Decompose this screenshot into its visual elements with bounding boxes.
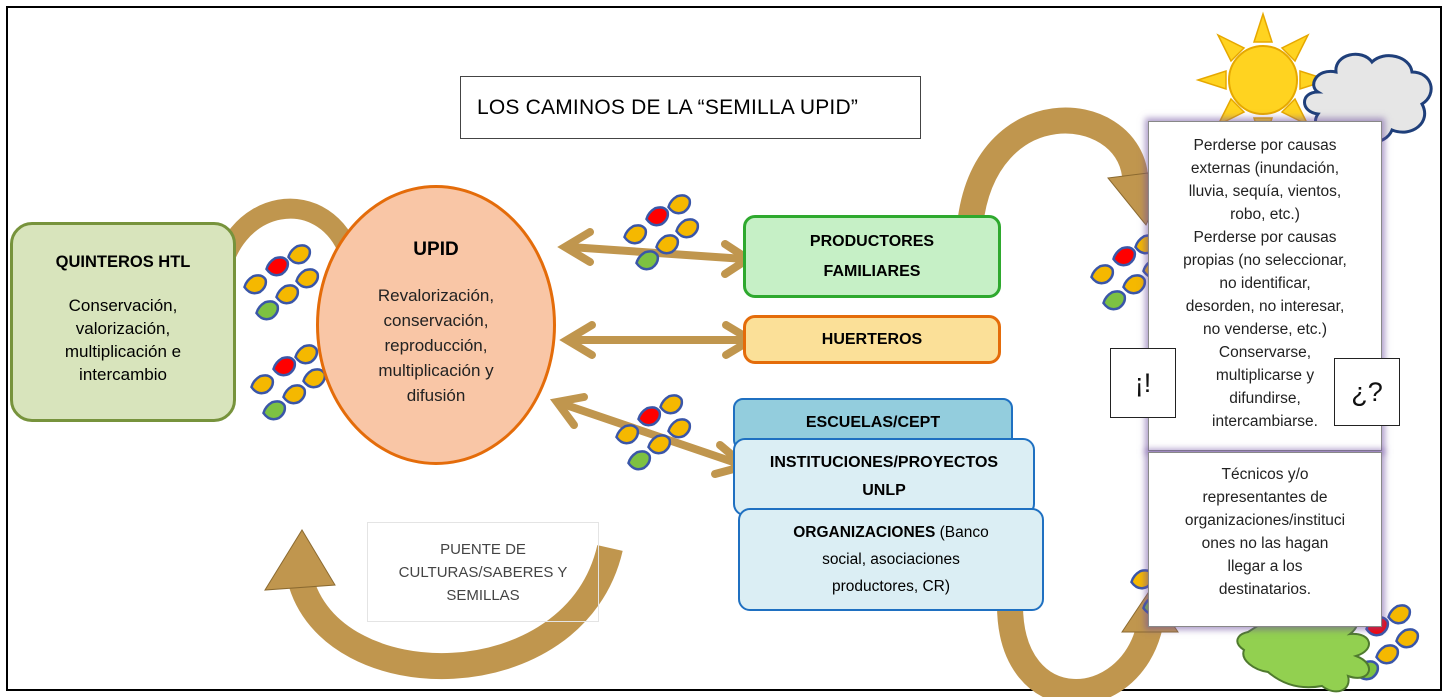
seed-icon (645, 206, 670, 227)
seed-icon (627, 450, 652, 471)
seed-icon (287, 244, 312, 265)
seed-icon (243, 274, 268, 295)
seed-cluster (615, 394, 692, 471)
outcomes-box-2: Técnicos y/o representantes de organizac… (1148, 452, 1382, 627)
quinteros-box: QUINTEROS HTL Conservación, valorización… (10, 222, 236, 422)
seed-icon (635, 250, 660, 271)
seed-icon (1090, 264, 1115, 285)
diagram-title: LOS CAMINOS DE LA “SEMILLA UPID” (460, 76, 921, 139)
puente-culturas-label: PUENTE DE CULTURAS/SABERES Y SEMILLAS (367, 522, 599, 622)
seed-icon (1375, 644, 1400, 665)
organizaciones-box: ORGANIZACIONES (Banco social, asociacion… (738, 508, 1044, 611)
productores-familiares-box: PRODUCTORES FAMILIARES (743, 215, 1001, 298)
quinteros-heading: QUINTEROS HTL (55, 252, 191, 271)
seed-icon (655, 234, 680, 255)
sun-icon (1195, 11, 1331, 149)
curved-arrow-organizaciones-outcomes (997, 604, 1163, 697)
curved-arrow-productores-outcomes (957, 107, 1148, 227)
curved-arrow-puente (287, 544, 623, 680)
seed-cluster (1343, 604, 1420, 681)
outcomes-box-1: Perderse por causas externas (inundación… (1148, 121, 1382, 451)
instituciones-box: INSTITUCIONES/PROYECTOS UNLP (733, 438, 1035, 516)
seed-icon (667, 194, 692, 215)
seed-icon (615, 424, 640, 445)
seed-icon (1387, 604, 1412, 625)
seed-icon (272, 356, 297, 377)
seed-icon (1395, 628, 1420, 649)
seed-cluster (250, 344, 327, 421)
double-arrow-upid-huerteros (559, 321, 759, 359)
seed-cluster (623, 194, 700, 271)
seed-icon (1112, 246, 1137, 267)
seed-icon (675, 218, 700, 239)
seed-icon (1122, 274, 1147, 295)
seed-icon (1102, 290, 1127, 311)
seed-cluster (243, 244, 320, 321)
quinteros-text: Conservación, valorización, multiplicaci… (64, 295, 182, 384)
seed-icon (265, 256, 290, 277)
question-sign: ¿? (1334, 358, 1400, 426)
seed-icon (667, 418, 692, 439)
huerteros-box: HUERTEROS (743, 315, 1001, 364)
seed-icon (250, 374, 275, 395)
seed-icon (282, 384, 307, 405)
upid-text: Revalorización, conservación, reproducci… (377, 285, 495, 405)
seed-icon (294, 344, 319, 365)
exclamation-sign: ¡! (1110, 348, 1176, 418)
seed-icon (637, 406, 662, 427)
seed-icon (647, 434, 672, 455)
seed-icon (623, 224, 648, 245)
seed-icon (275, 284, 300, 305)
upid-heading: UPID (413, 238, 459, 260)
seed-icon (659, 394, 684, 415)
arrowhead-puente (264, 529, 336, 591)
upid-circle: UPID Revalorización, conservación, repro… (316, 185, 556, 465)
seed-icon (255, 300, 280, 321)
seed-icon (295, 268, 320, 289)
seed-icon (262, 400, 287, 421)
diagram-frame (6, 6, 1442, 691)
